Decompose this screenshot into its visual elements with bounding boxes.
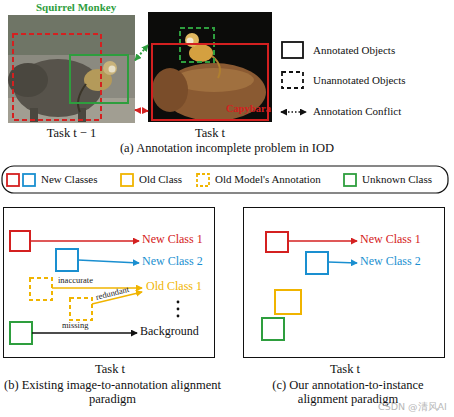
unknown-class-box xyxy=(10,322,32,344)
object-label: Squirrel Monkey xyxy=(36,1,116,14)
class-label: New Class 1 xyxy=(360,233,421,247)
arrow-note: missing xyxy=(62,321,88,331)
ellipsis-dot xyxy=(177,315,180,318)
legend-swatch xyxy=(121,174,133,186)
object-label: Capybara xyxy=(226,103,271,115)
legend-sample xyxy=(344,174,356,186)
task-label: Task t xyxy=(4,362,216,376)
legend-text: Unknown Class xyxy=(362,173,432,186)
task-label: Task t − 1 xyxy=(8,126,135,140)
class-label: Old Class 1 xyxy=(146,280,202,294)
leader-arrow xyxy=(328,262,357,263)
monkey-head xyxy=(103,61,117,75)
legend-text: New Classes xyxy=(41,173,98,186)
legend-sample xyxy=(197,174,209,186)
monkey-tail xyxy=(78,84,86,112)
leader-arrow xyxy=(30,240,139,242)
conflict-arrow xyxy=(135,45,148,60)
legend-sample-arrow xyxy=(281,111,306,113)
task-label: Task t xyxy=(244,362,446,376)
capybara-head xyxy=(152,68,188,112)
legend-sample xyxy=(281,112,306,113)
figure-caption: (b) Existing image-to-annotation alignme… xyxy=(0,378,225,407)
old-class-box xyxy=(275,290,301,314)
legend-bar xyxy=(2,166,448,193)
photo-task-prev xyxy=(8,15,135,123)
old-model-box xyxy=(70,298,92,320)
unannotated-box xyxy=(13,34,101,120)
ellipsis-dot xyxy=(177,301,180,304)
photo-background xyxy=(8,15,135,123)
photo-background xyxy=(148,12,272,122)
annotated-box xyxy=(70,55,128,103)
task-label: Task t xyxy=(148,126,272,140)
arrow-note: inaccurate xyxy=(58,276,93,286)
class-label: New Class 1 xyxy=(142,233,203,247)
arrow-note: redundant xyxy=(95,285,130,303)
legend-sample xyxy=(7,174,35,186)
legend-swatch xyxy=(23,174,35,186)
conflict-arrow xyxy=(135,109,148,112)
panel-c-drawing xyxy=(262,232,357,340)
legend-swatch xyxy=(344,174,356,186)
ellipsis-dot xyxy=(177,308,180,311)
legend-sample xyxy=(282,42,303,58)
legend-swatch xyxy=(7,174,19,186)
new-class-box xyxy=(266,232,288,252)
new-class-box xyxy=(56,249,78,271)
photo-task-current xyxy=(148,12,272,122)
legend-text: Unannotated Objects xyxy=(313,74,406,87)
photo-panel: CapybaraTask t xyxy=(148,12,272,122)
leader-arrow xyxy=(32,332,137,334)
new-class-box xyxy=(306,252,328,274)
legend-text: Old Model's Annotation xyxy=(215,173,321,186)
legend-sample xyxy=(282,72,303,88)
leader-arrow xyxy=(78,260,139,263)
class-label: New Class 2 xyxy=(142,255,203,269)
class-label: New Class 2 xyxy=(360,255,421,269)
figure-caption: (a) Annotation incomplete problem in IOD xyxy=(0,141,454,155)
leader-arrow xyxy=(288,240,357,242)
legend-swatch xyxy=(282,42,303,58)
monkey-face xyxy=(109,66,116,73)
class-label: Background xyxy=(140,325,199,339)
task-panel: Task t xyxy=(243,207,445,358)
legend-sample xyxy=(121,174,133,186)
new-class-box xyxy=(10,231,30,251)
watermark: CSDN @清风AI xyxy=(378,402,447,413)
legend-swatch xyxy=(282,72,303,88)
legend-text: Annotation Conflict xyxy=(313,105,401,118)
photo-panel: Task t − 1 xyxy=(8,15,135,123)
legend-swatch xyxy=(197,174,209,186)
old-model-box xyxy=(30,278,52,300)
legend-text: Annotated Objects xyxy=(313,44,395,57)
legend-text: Old Class xyxy=(139,173,182,186)
unknown-class-box xyxy=(262,318,284,340)
